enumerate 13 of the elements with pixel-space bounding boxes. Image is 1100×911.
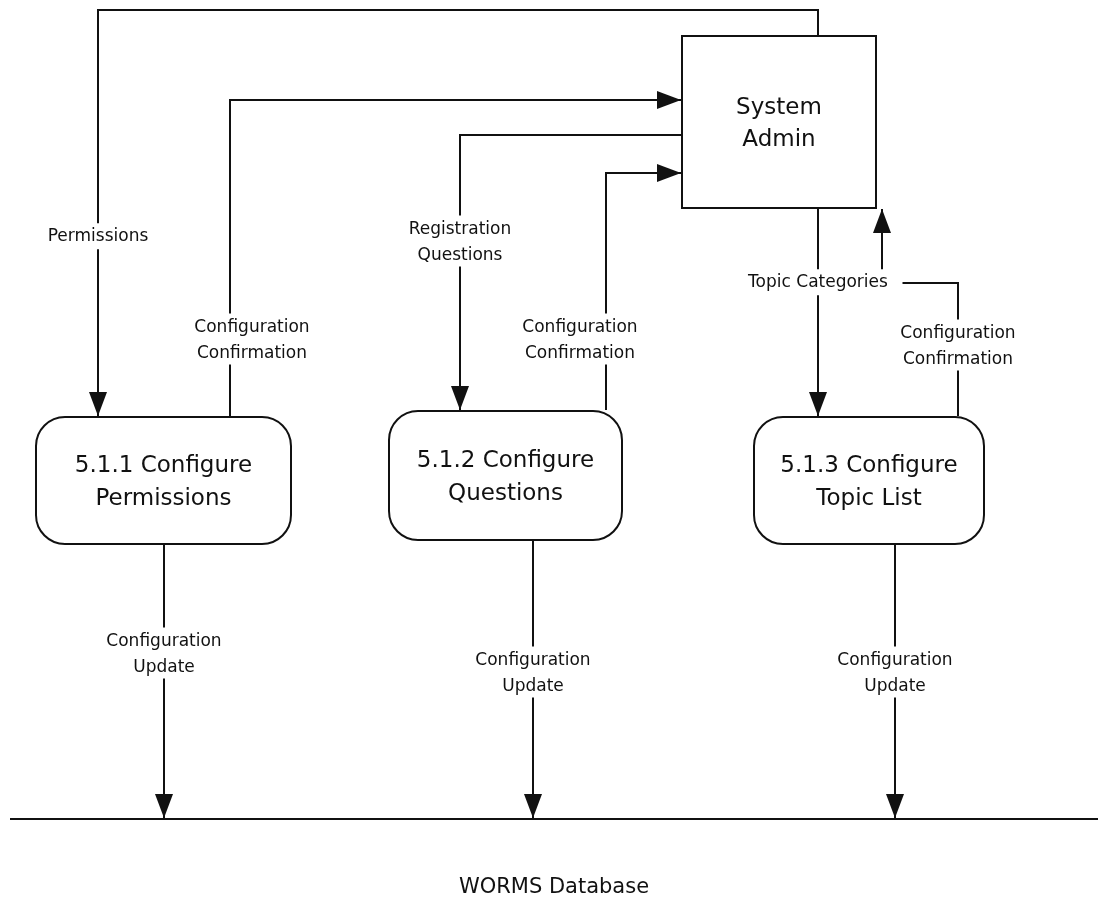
external-entity-box (681, 35, 877, 209)
flow-arrow (229, 91, 682, 417)
data-store-label: WORMS Database (458, 873, 650, 900)
node-label: 5.1.2 Configure Questions (415, 445, 596, 507)
node-label: 5.1.1 Configure Permissions (73, 450, 254, 512)
flow-arrow (809, 208, 827, 417)
flow-arrow (89, 9, 819, 417)
process-box (388, 410, 623, 541)
node-label: System Admin (735, 91, 823, 153)
process-box (35, 416, 292, 545)
flow-arrow (451, 134, 682, 411)
process-box (753, 416, 985, 545)
node-label: 5.1.3 Configure Topic List (779, 450, 959, 512)
